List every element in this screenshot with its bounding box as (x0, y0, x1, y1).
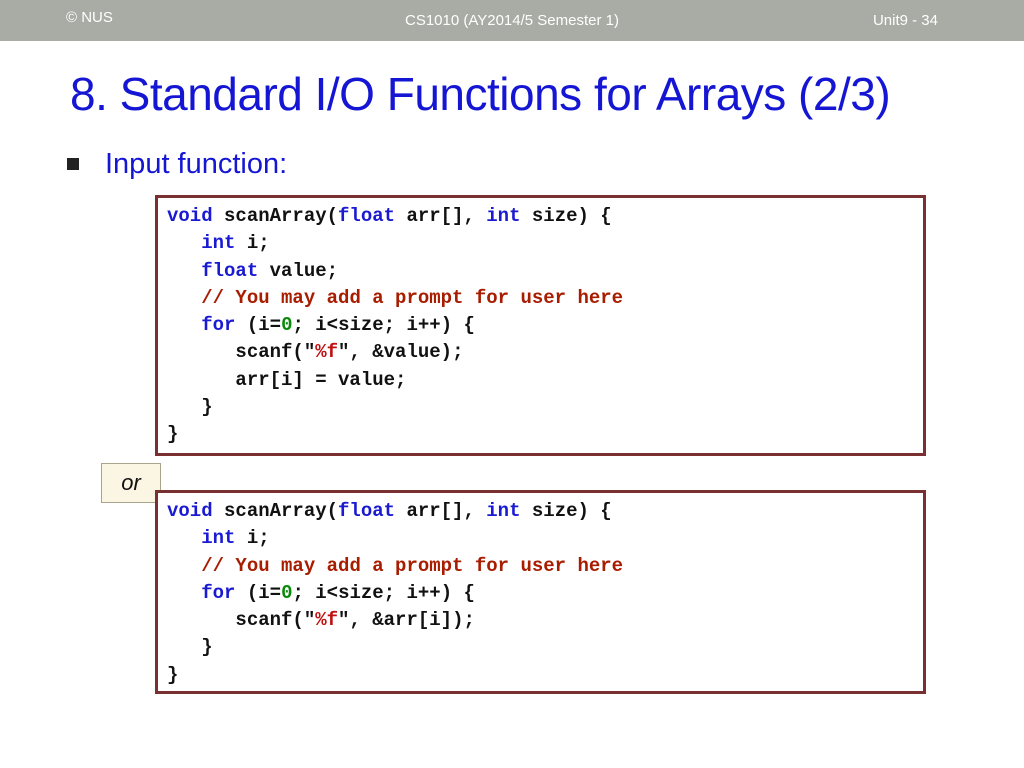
code-line: scanf("%f", &value); (167, 341, 464, 364)
course-label: CS1010 (AY2014/5 Semester 1) (404, 12, 619, 29)
or-label: or (101, 463, 161, 503)
code-line: int i; (201, 232, 270, 255)
copyright-label: © NUS (66, 9, 113, 26)
code-line: void scanArray(float arr[], int size) { (167, 500, 612, 522)
code-line: // You may add a prompt for user here (201, 286, 624, 309)
code-line: } (167, 396, 213, 419)
slide-number: Unit9 - 34 (872, 12, 938, 29)
code-line: } (167, 636, 213, 659)
code-line: } (167, 663, 179, 686)
bullet-text: Input function: (105, 148, 288, 180)
code-line: int i; (201, 527, 270, 550)
header-bar (0, 0, 1024, 41)
code-line: scanf("%f", &arr[i]); (167, 609, 475, 632)
code-line: arr[i] = value; (167, 368, 407, 391)
square-bullet-icon (67, 158, 79, 170)
code-line: for (i=0; i<size; i++) { (201, 581, 475, 604)
slide-title: 8. Standard I/O Functions for Arrays (2/… (70, 68, 891, 120)
code-block-2: void scanArray(float arr[], int size) { … (155, 490, 926, 694)
bullet-item: Input function: (67, 146, 287, 182)
code-line: // You may add a prompt for user here (201, 554, 624, 577)
code-line: } (167, 423, 179, 446)
code-block-1: void scanArray(float arr[], int size) { … (155, 195, 926, 456)
code-line: float value; (201, 259, 339, 282)
code-line: for (i=0; i<size; i++) { (201, 314, 475, 337)
code-line: void scanArray(float arr[], int size) { (167, 205, 612, 227)
